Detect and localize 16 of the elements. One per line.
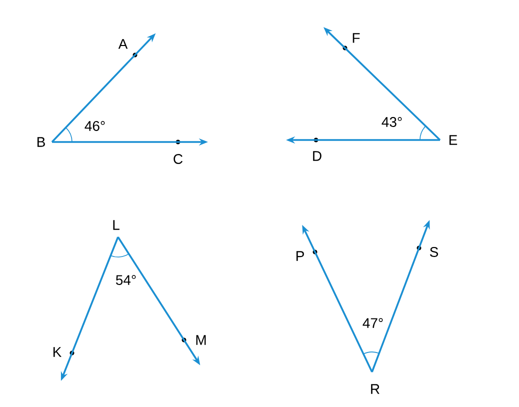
point-label: D: [313, 151, 322, 161]
point-label: C: [174, 154, 183, 164]
point-label: P: [296, 251, 304, 261]
point-label: K: [53, 347, 62, 357]
angle-measure: 47°: [362, 318, 383, 328]
point-label: S: [430, 247, 438, 257]
vertex-label: B: [37, 137, 45, 147]
point-label: F: [352, 33, 360, 43]
angle-measure: 43°: [382, 117, 402, 127]
vertex-label: L: [113, 220, 120, 230]
vertex-label: E: [449, 135, 458, 145]
angle-measure: 46°: [84, 121, 105, 131]
point-label: A: [118, 39, 128, 49]
vertex-label: R: [371, 384, 380, 394]
point-label: M: [196, 335, 206, 345]
angle-measure: 54°: [116, 275, 136, 285]
